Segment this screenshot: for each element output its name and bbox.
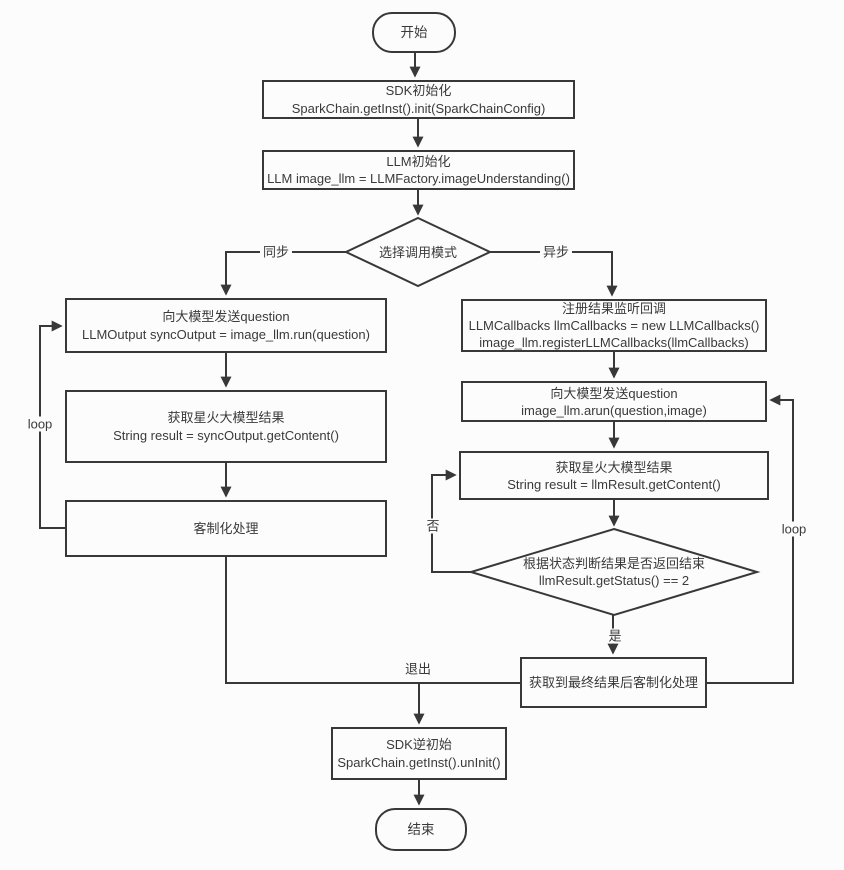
edge-synccustom-to-exit (225, 557, 520, 684)
sdk-uninit-code: SparkChain.getInst().unInit() (337, 754, 501, 770)
edge-label-loop-left: loop (24, 416, 56, 432)
node-async-get-result: 获取星火大模型结果 String result = llmResult.getC… (459, 451, 769, 500)
node-sdk-uninit: SDK逆初始 SparkChain.getInst().unInit() (331, 727, 507, 780)
edge-label-sync: 同步 (259, 244, 293, 260)
edge-async-loop (707, 394, 794, 684)
node-async-send-question: 向大模型发送question image_llm.arun(question,i… (461, 381, 767, 422)
node-end: 结束 (375, 808, 467, 851)
async-result-title: 获取星火大模型结果 (555, 459, 673, 475)
decision-status-diamond (467, 527, 761, 617)
async-register-code2: image_llm.registerLLMCallbacks(llmCallba… (479, 335, 749, 350)
sync-result-title: 获取星火大模型结果 (167, 410, 285, 425)
node-async-register-callback: 注册结果监听回调 LLMCallbacks llmCallbacks = new… (461, 299, 767, 352)
sync-send-title: 向大模型发送question (162, 309, 290, 324)
final-custom-label: 获取到最终结果后客制化处理 (528, 674, 698, 690)
edge-label-async: 异步 (539, 244, 573, 260)
node-sync-get-result: 获取星火大模型结果 String result = syncOutput.get… (65, 390, 387, 463)
sdk-uninit-title: SDK逆初始 (386, 737, 452, 752)
sdk-init-code: SparkChain.getInst().init(SparkChainConf… (291, 100, 546, 116)
start-label: 开始 (400, 24, 428, 40)
node-sync-custom-process: 客制化处理 (65, 500, 387, 557)
edge-label-yes: 是 (605, 628, 625, 644)
node-final-custom-process: 获取到最终结果后客制化处理 (520, 657, 707, 708)
sync-custom-label: 客制化处理 (193, 520, 259, 536)
edge-label-no: 否 (423, 518, 443, 534)
async-register-title: 注册结果监听回调 (561, 301, 666, 316)
edge-label-loop-right: loop (778, 521, 810, 537)
async-send-title: 向大模型发送question (550, 385, 678, 401)
llm-init-title: LLM初始化 (386, 153, 451, 169)
edge-label-exit: 退出 (401, 661, 435, 677)
node-sdk-init: SDK初始化 SparkChain.getInst().init(SparkCh… (262, 80, 575, 119)
node-start: 开始 (372, 12, 456, 53)
node-sync-send-question: 向大模型发送question LLMOutput syncOutput = im… (65, 298, 387, 353)
sdk-init-title: SDK初始化 (385, 83, 452, 98)
edge-decision-async (490, 251, 618, 297)
llm-init-code: LLM image_llm = LLMFactory.imageUndersta… (267, 171, 570, 186)
edge-decision-sync (220, 251, 346, 296)
decision-mode-diamond (343, 216, 493, 288)
sync-send-code: LLMOutput syncOutput = image_llm.run(que… (82, 326, 370, 342)
async-register-code1: LLMCallbacks llmCallbacks = new LLMCallb… (468, 318, 760, 333)
sync-result-code: String result = syncOutput.getContent() (113, 427, 339, 443)
end-label: 结束 (407, 821, 435, 837)
node-llm-init: LLM初始化 LLM image_llm = LLMFactory.imageU… (262, 150, 575, 190)
async-send-code: image_llm.arun(question,image) (521, 402, 707, 418)
async-result-code: String result = llmResult.getContent() (507, 476, 721, 492)
